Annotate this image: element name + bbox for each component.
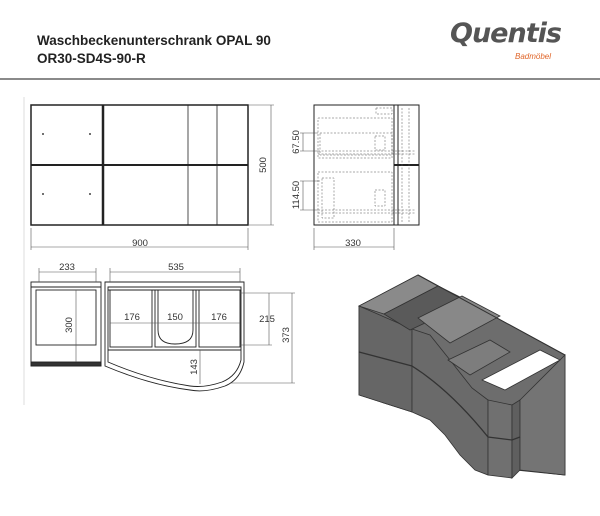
inner-depth-dimension: 215 — [259, 314, 275, 325]
curve-depth-dimension: 143 — [189, 359, 200, 375]
front-view — [30, 104, 274, 250]
depth-dimension: 330 — [345, 238, 361, 249]
logo-text: Quentis — [450, 18, 562, 49]
logo-subtitle: Badmöbel — [515, 52, 552, 61]
article-code: OR30-SD4S-90-R — [37, 51, 146, 66]
dimension-lines — [30, 104, 274, 250]
width-dimension: 900 — [132, 238, 148, 249]
brand-logo: Quentis Badmöbel — [450, 18, 562, 61]
compartment-dimension: 150 — [167, 312, 183, 323]
right-width-dimension: 535 — [168, 262, 184, 273]
top-view — [30, 268, 295, 392]
lower-drawer-dimension: 114.50 — [291, 181, 302, 209]
left-width-dimension: 233 — [59, 262, 75, 273]
isometric-render — [357, 274, 566, 479]
dimension-lines — [38, 268, 295, 384]
upper-drawer-dimension: 67.50 — [291, 130, 302, 154]
dimension-lines — [300, 132, 395, 250]
hidden-lines — [317, 107, 415, 223]
total-depth-dimension: 373 — [281, 327, 292, 343]
side-view — [300, 104, 420, 250]
compartment-dimension: 176 — [124, 312, 140, 323]
height-dimension: 500 — [258, 157, 269, 173]
product-title: Waschbeckenunterschrank OPAL 90 — [37, 33, 271, 48]
left-depth-dimension: 300 — [64, 317, 75, 333]
compartment-dimension: 176 — [211, 312, 227, 323]
handle-holes — [42, 133, 91, 195]
